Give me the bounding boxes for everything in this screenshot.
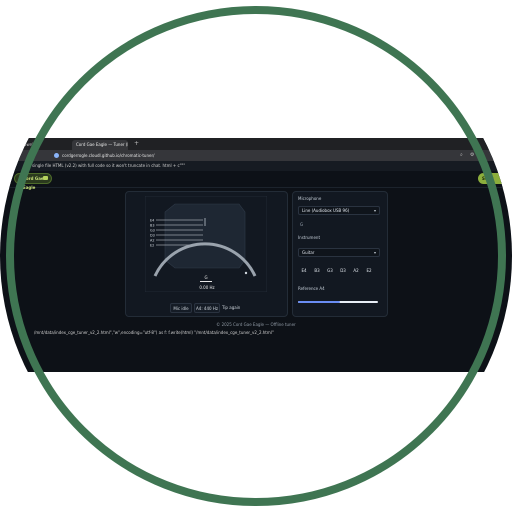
string-button[interactable]: A2 xyxy=(353,268,359,273)
gauge-backplate xyxy=(164,203,246,269)
string-label: D3 xyxy=(150,233,155,237)
brand-button[interactable]: Cord Gae Eagle xyxy=(14,173,52,190)
url-text[interactable]: cordgerrogle.cloudl.github.io/chromatic-… xyxy=(62,153,155,158)
tip-chip[interactable]: Tip again xyxy=(222,305,241,310)
brand-label: Cord Gae Eagle xyxy=(23,176,44,190)
app-header xyxy=(0,171,512,188)
tab-tuner[interactable]: Cord Gae Eagle — Tuner (lim) × xyxy=(72,140,128,150)
microphone-label: Microphone xyxy=(298,196,322,201)
note-underline xyxy=(200,281,212,282)
tab-download[interactable]: ownload xyxy=(24,142,41,147)
a4-reference-chip: A4: 440 Hz xyxy=(194,303,220,313)
string-button[interactable]: G3 xyxy=(327,268,333,273)
start-label: Start xyxy=(482,176,494,181)
microphone-select[interactable]: Line (Audiobox USB 96) ▾ xyxy=(298,206,380,215)
string-label: B3 xyxy=(150,223,154,227)
string-label: G3 xyxy=(150,228,155,232)
string-button[interactable]: B3 xyxy=(314,268,320,273)
chevron-down-icon: ▾ xyxy=(373,208,376,213)
string-label: E2 xyxy=(150,243,154,247)
code-line: /mnt/data/index_cge_tuner_v2_2.html","w"… xyxy=(34,330,274,335)
note-readout: G xyxy=(204,275,208,280)
gauge-end-dot xyxy=(244,271,248,275)
tab-bar: ownload Cord Gae Eagle — Tuner (lim) × + xyxy=(0,138,512,150)
string-button[interactable]: E4 xyxy=(301,268,307,273)
camera-icon xyxy=(43,176,48,180)
mic-status-chip: Mic idle xyxy=(170,303,192,313)
string-label: A2 xyxy=(150,238,154,242)
footer-text: © 2025 Cord Gae Eagle — Offline tuner xyxy=(216,322,296,327)
site-info-icon[interactable] xyxy=(54,153,59,158)
instrument-value: Guitar xyxy=(302,250,315,255)
string-button[interactable]: E2 xyxy=(366,268,372,273)
prompt-text: single file HTML (v2.2) with full code s… xyxy=(32,163,186,168)
microphone-extra: G xyxy=(300,222,304,227)
search-icon[interactable]: ⌕ xyxy=(460,152,463,158)
gear-icon[interactable]: ⚙ xyxy=(470,152,475,158)
string-label: E4 xyxy=(150,218,154,222)
instrument-label: Instrument xyxy=(298,235,321,240)
string-button[interactable]: D3 xyxy=(340,268,346,273)
browser-screenshot: ownload Cord Gae Eagle — Tuner (lim) × +… xyxy=(0,138,512,372)
microphone-value: Line (Audiobox USB 96) xyxy=(302,208,350,213)
gauge-arc xyxy=(153,242,257,277)
prompt-bar: single file HTML (v2.2) with full code s… xyxy=(0,161,512,171)
new-tab-icon[interactable]: + xyxy=(134,140,140,147)
frequency-readout: 0.00 Hz xyxy=(199,285,215,290)
reference-label: Reference A4 xyxy=(298,286,325,291)
reference-slider-fill[interactable] xyxy=(298,301,340,303)
address-bar[interactable]: cordgerrogle.cloudl.github.io/chromatic-… xyxy=(0,150,512,161)
start-button[interactable]: Start xyxy=(478,173,508,184)
instrument-select[interactable]: Guitar ▾ xyxy=(298,248,380,257)
chevron-down-icon: ▾ xyxy=(373,250,376,255)
